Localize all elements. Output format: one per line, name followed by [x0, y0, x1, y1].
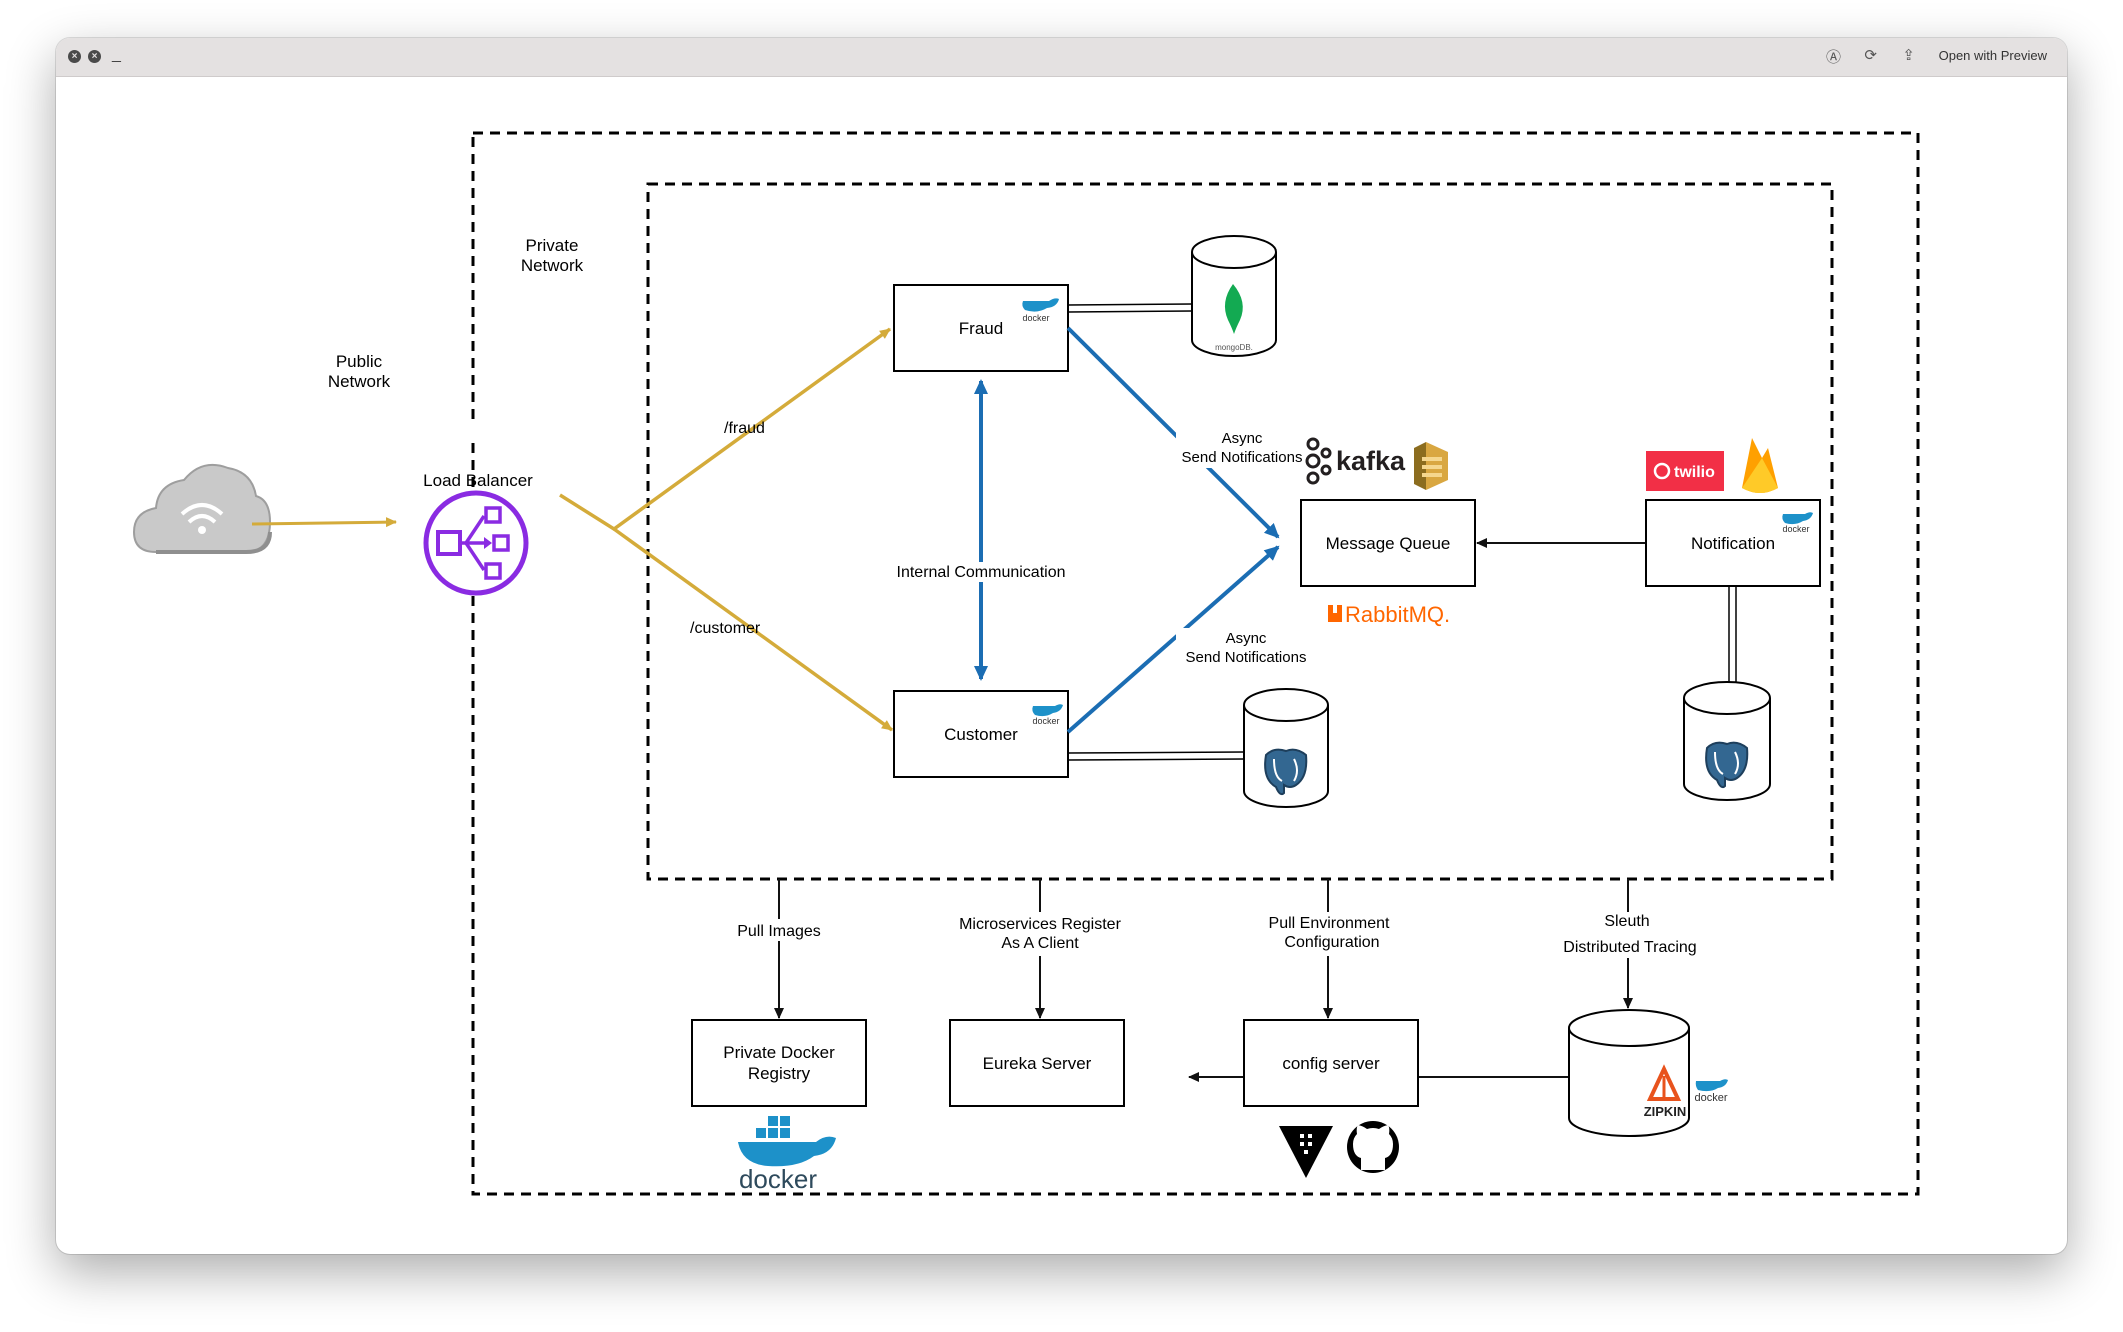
- github-icon: [1347, 1121, 1399, 1173]
- async-fraud-label-2: Send Notifications: [1182, 449, 1303, 466]
- notification-service-label: Notification: [1691, 534, 1775, 553]
- public-network-label-2: Network: [328, 372, 391, 391]
- registry-label-2: Registry: [748, 1064, 811, 1083]
- internal-communication-label: Internal Communication: [897, 564, 1066, 581]
- public-network-label: Public: [336, 352, 383, 371]
- rotate-icon[interactable]: ⟳: [1864, 47, 1877, 64]
- vault-icon: [1279, 1126, 1333, 1178]
- svg-text:RabbitMQ.: RabbitMQ.: [1345, 602, 1450, 627]
- svg-text:ZIPKIN: ZIPKIN: [1644, 1104, 1687, 1119]
- private-docker-registry[interactable]: [691, 1019, 867, 1107]
- docker-icon: docker: [1022, 298, 1059, 323]
- sleuth-label: Sleuth: [1604, 913, 1649, 930]
- svg-text:docker: docker: [1032, 716, 1059, 726]
- register-label: Microservices Register: [959, 916, 1121, 933]
- zipkin-icon: ZIPKIN: [1644, 1064, 1687, 1119]
- postgresql-elephant-icon: [1705, 741, 1749, 789]
- customer-postgres-database: [1243, 688, 1329, 808]
- twilio-icon: twilio: [1646, 451, 1724, 491]
- services-zone: [646, 182, 1834, 881]
- postgresql-elephant-icon: [1264, 748, 1308, 796]
- preview-window: × × _ Ⓐ ⟳ ⇪ Open with Preview: [56, 38, 2067, 1254]
- internet-to-lb-arrow: [251, 517, 397, 528]
- collapse-icon[interactable]: ×: [88, 50, 101, 63]
- svg-text:kafka: kafka: [1336, 446, 1406, 476]
- svg-text:docker: docker: [739, 1164, 817, 1194]
- zipkin-database: ZIPKIN docker: [1568, 1009, 1728, 1137]
- customer-service-label: Customer: [944, 725, 1018, 744]
- async-customer-label-2: Send Notifications: [1186, 649, 1307, 666]
- docker-icon: docker: [1782, 512, 1813, 534]
- async-customer-label: Async: [1226, 630, 1267, 647]
- docker-icon: docker: [1694, 1079, 1728, 1104]
- svg-text:twilio: twilio: [1674, 464, 1715, 481]
- svg-text:docker: docker: [1022, 313, 1049, 323]
- title-bar: × × _ Ⓐ ⟳ ⇪ Open with Preview: [56, 38, 2067, 77]
- close-icon[interactable]: ×: [68, 50, 81, 63]
- notification-postgres-database: [1683, 681, 1771, 801]
- open-with-preview-button[interactable]: Open with Preview: [1938, 48, 2047, 63]
- customer-to-queue-arrow: [1066, 545, 1280, 734]
- cloud-icon: [132, 464, 272, 554]
- customer-route-arrow: [612, 527, 894, 732]
- customer-service[interactable]: [893, 690, 1069, 778]
- private-network-label: Private: [526, 236, 579, 255]
- load-balancer-label: Load Balancer: [423, 471, 533, 490]
- registry-label: Private Docker: [723, 1043, 835, 1062]
- minimize-icon[interactable]: _: [112, 46, 121, 63]
- svg-text:docker: docker: [1694, 1092, 1727, 1104]
- svg-text:docker: docker: [1782, 524, 1809, 534]
- pull-images-label: Pull Images: [737, 923, 821, 940]
- private-network-label-2: Network: [521, 256, 584, 275]
- eureka-label: Eureka Server: [983, 1054, 1092, 1073]
- docker-logo-icon: docker: [738, 1116, 836, 1194]
- docker-icon: docker: [1032, 704, 1063, 726]
- message-queue-service[interactable]: [1300, 499, 1476, 587]
- amazon-sqs-icon: [1414, 442, 1448, 490]
- load-balancer-icon: [423, 490, 529, 596]
- pull-environment-label: Pull Environment: [1269, 915, 1391, 932]
- markup-icon[interactable]: Ⓐ: [1825, 49, 1841, 66]
- kafka-icon: kafka: [1305, 437, 1406, 485]
- async-fraud-label: Async: [1222, 430, 1263, 447]
- svg-text:mongoDB.: mongoDB.: [1215, 343, 1253, 352]
- rabbitmq-icon: RabbitMQ.: [1328, 602, 1450, 627]
- fraud-to-queue-arrow: [1066, 326, 1280, 539]
- diagram-canvas: Private Network Public Network Load Bala…: [56, 76, 2067, 1254]
- firebase-icon: [1742, 438, 1778, 493]
- sleuth-label-2: Distributed Tracing: [1563, 939, 1696, 956]
- mongodb-database: mongoDB.: [1191, 235, 1277, 357]
- share-icon[interactable]: ⇪: [1902, 47, 1915, 64]
- message-queue-label: Message Queue: [1326, 534, 1451, 553]
- eureka-server[interactable]: [949, 1019, 1125, 1107]
- private-network-zone: [471, 131, 1920, 1196]
- mongodb-leaf-icon: [1224, 284, 1243, 334]
- fraud-service-label: Fraud: [959, 319, 1003, 338]
- config-server[interactable]: [1243, 1019, 1419, 1107]
- customer-route-label: /customer: [690, 620, 761, 637]
- architecture-diagram: Private Network Public Network Load Bala…: [132, 131, 1920, 1196]
- pull-environment-label-2: Configuration: [1284, 934, 1379, 951]
- config-label: config server: [1282, 1054, 1380, 1073]
- register-label-2: As A Client: [1001, 935, 1079, 952]
- fraud-route-label: /fraud: [724, 420, 765, 437]
